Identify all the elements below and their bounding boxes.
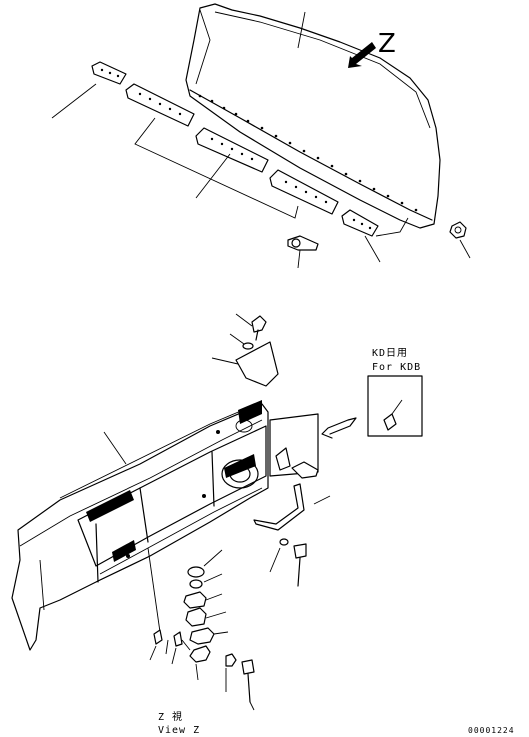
view-label-en: View Z xyxy=(158,725,200,736)
view-z-arrow: Z xyxy=(348,29,396,68)
view-letter-z: Z xyxy=(378,29,396,59)
bracket-plate xyxy=(211,313,279,387)
top-leader-lines xyxy=(51,83,471,269)
blade-upper-view xyxy=(185,3,441,229)
exploded-hardware-stack xyxy=(147,547,255,711)
bolt-and-nut-top xyxy=(287,221,467,251)
cutting-edge-segments xyxy=(91,61,379,237)
kdb-detail-box: KD日用 For KDB xyxy=(269,348,423,477)
small-pins xyxy=(149,629,191,665)
cutting-edge-holes xyxy=(198,94,418,212)
blade-rear-view xyxy=(11,400,269,651)
kdb-label-jp: KD日用 xyxy=(372,348,408,359)
drawing-id: 00001224 xyxy=(468,726,515,735)
view-z-label: Z 視 View Z xyxy=(158,710,200,736)
kdb-label-en: For KDB xyxy=(372,362,421,373)
blade-leader xyxy=(103,431,127,465)
rod-and-bolts xyxy=(253,461,331,587)
view-label-jp: Z 視 xyxy=(158,710,183,723)
